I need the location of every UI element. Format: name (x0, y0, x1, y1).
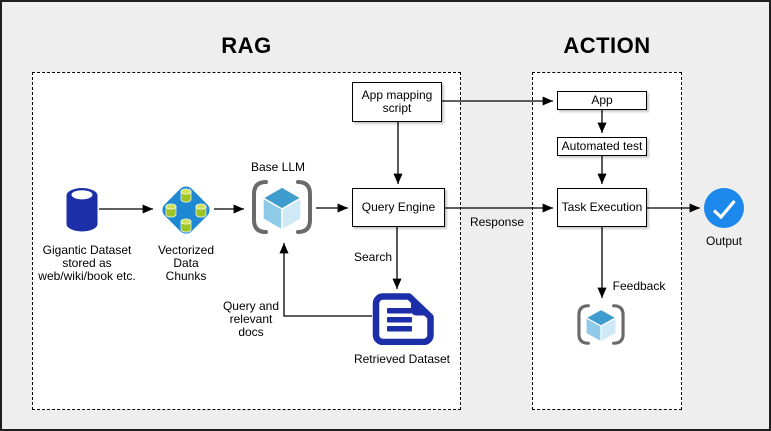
base-llm-label: Base LLM (250, 160, 306, 174)
check-circle-icon (704, 188, 744, 228)
retrieved-dataset-label: Retrieved Dataset (353, 352, 451, 366)
app-box: App (557, 91, 647, 110)
automated-test-box: Automated test (557, 137, 647, 156)
feedback-cube-icon (577, 304, 625, 345)
search-edge-label: Search (353, 250, 393, 264)
query-engine-box: Query Engine (352, 188, 445, 227)
query-docs-edge-label: Query and relevant docs (222, 299, 280, 339)
vectorized-chunks-label: Vectorized Data Chunks (157, 243, 215, 283)
rag-section-title: RAG (221, 33, 272, 58)
database-cylinder-icon (66, 188, 98, 232)
retrieved-document-icon (372, 293, 434, 345)
llm-cube-icon (252, 180, 312, 234)
action-panel (532, 72, 682, 410)
action-section-title: ACTION (563, 33, 651, 58)
vectorized-chunks-icon (162, 186, 210, 234)
response-edge-label: Response (469, 215, 525, 229)
output-label: Output (705, 234, 743, 248)
rag-panel (32, 72, 461, 410)
gigantic-dataset-label: Gigantic Dataset stored as web/wiki/book… (38, 243, 136, 283)
app-mapping-script-box: App mapping script (352, 82, 442, 122)
feedback-edge-label: Feedback (612, 279, 666, 293)
task-execution-box: Task Execution (557, 188, 647, 227)
